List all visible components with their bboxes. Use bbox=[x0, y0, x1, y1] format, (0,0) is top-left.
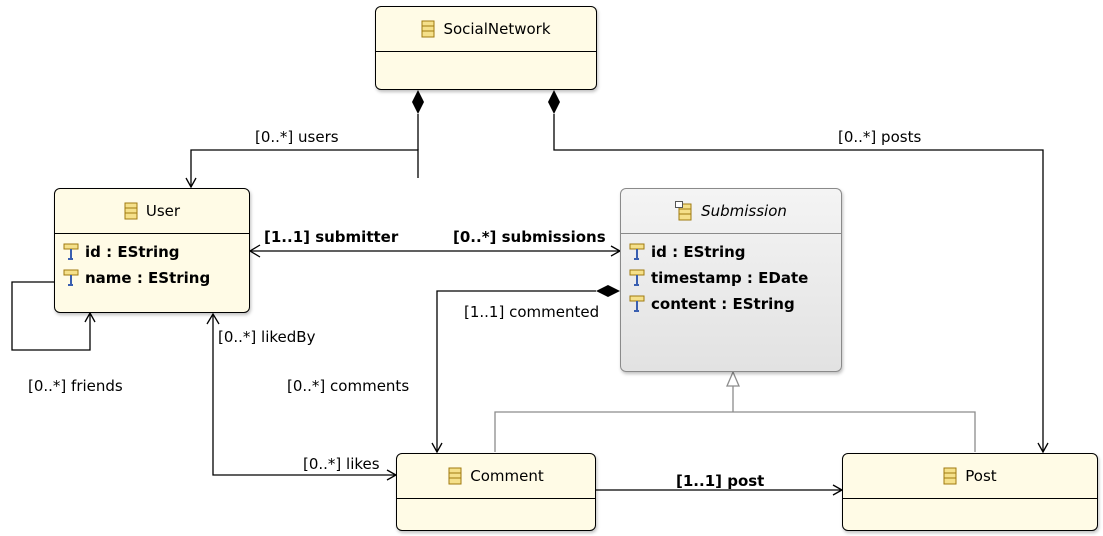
edge-commented-comments[interactable] bbox=[431, 285, 620, 454]
class-user[interactable]: User id : EString name : EString bbox=[54, 188, 250, 313]
eclass-icon bbox=[448, 467, 462, 485]
class-separator bbox=[397, 498, 595, 499]
class-separator bbox=[843, 498, 1097, 499]
attribute-row[interactable]: id : EString bbox=[63, 239, 210, 265]
class-name: Comment bbox=[470, 467, 544, 485]
edge-likes-likedBy[interactable] bbox=[206, 312, 398, 481]
edge-friends[interactable] bbox=[11, 281, 96, 351]
class-submission[interactable]: Submission id : EString timestamp : EDat… bbox=[620, 188, 842, 372]
attribute-text: timestamp : EDate bbox=[651, 269, 809, 287]
attribute-row[interactable]: id : EString bbox=[629, 239, 808, 265]
class-header: Post bbox=[843, 454, 1097, 498]
label-users: [0..*] users bbox=[255, 128, 339, 146]
class-header: SocialNetwork bbox=[376, 7, 596, 51]
class-social-network[interactable]: SocialNetwork bbox=[375, 6, 597, 90]
edge-inheritance[interactable] bbox=[494, 370, 976, 452]
label-comments: [0..*] comments bbox=[287, 377, 410, 395]
label-post: [1..1] post bbox=[676, 472, 765, 490]
class-header: User bbox=[55, 189, 249, 233]
label-commented: [1..1] commented bbox=[464, 303, 600, 321]
attribute-text: id : EString bbox=[651, 243, 746, 261]
attribute-row[interactable]: content : EString bbox=[629, 291, 808, 317]
class-name: User bbox=[145, 202, 181, 220]
eattribute-icon bbox=[629, 269, 645, 286]
containment-diamond bbox=[596, 285, 620, 297]
label-posts: [0..*] posts bbox=[838, 128, 922, 146]
class-name: SocialNetwork bbox=[443, 20, 551, 38]
attribute-list: id : EString name : EString bbox=[63, 239, 210, 291]
label-likes: [0..*] likes bbox=[303, 455, 380, 473]
label-friends: [0..*] friends bbox=[28, 377, 123, 395]
containment-diamond bbox=[548, 90, 560, 114]
edge-posts[interactable] bbox=[548, 90, 1049, 454]
class-header: Submission bbox=[621, 189, 841, 233]
eclass-icon bbox=[124, 202, 138, 220]
eattribute-icon bbox=[629, 295, 645, 312]
attribute-text: name : EString bbox=[85, 269, 211, 287]
eattribute-icon bbox=[629, 243, 645, 260]
edge-users[interactable] bbox=[185, 90, 424, 189]
class-post[interactable]: Post bbox=[842, 453, 1098, 531]
containment-diamond bbox=[412, 90, 424, 114]
attribute-list: id : EString timestamp : EDate content :… bbox=[629, 239, 808, 317]
attribute-text: content : EString bbox=[651, 295, 795, 313]
inheritance-triangle bbox=[726, 370, 740, 387]
label-liked-by: [0..*] likedBy bbox=[218, 328, 316, 346]
label-submitter: [1..1] submitter bbox=[264, 228, 399, 246]
attribute-row[interactable]: name : EString bbox=[63, 265, 210, 291]
edge-submitter-submissions[interactable] bbox=[248, 244, 622, 258]
attribute-text: id : EString bbox=[85, 243, 180, 261]
eclass-icon bbox=[421, 20, 435, 38]
class-separator bbox=[621, 233, 841, 234]
label-submissions: [0..*] submissions bbox=[453, 228, 606, 246]
class-header: Comment bbox=[397, 454, 595, 498]
class-comment[interactable]: Comment bbox=[396, 453, 596, 531]
eattribute-icon bbox=[63, 269, 79, 286]
class-name: Submission bbox=[701, 202, 787, 220]
eattribute-icon bbox=[63, 243, 79, 260]
eclass-icon bbox=[943, 467, 957, 485]
class-name: Post bbox=[965, 467, 997, 485]
class-separator bbox=[55, 233, 249, 234]
attribute-row[interactable]: timestamp : EDate bbox=[629, 265, 808, 291]
class-separator bbox=[376, 51, 596, 52]
abstract-eclass-icon bbox=[675, 201, 692, 221]
